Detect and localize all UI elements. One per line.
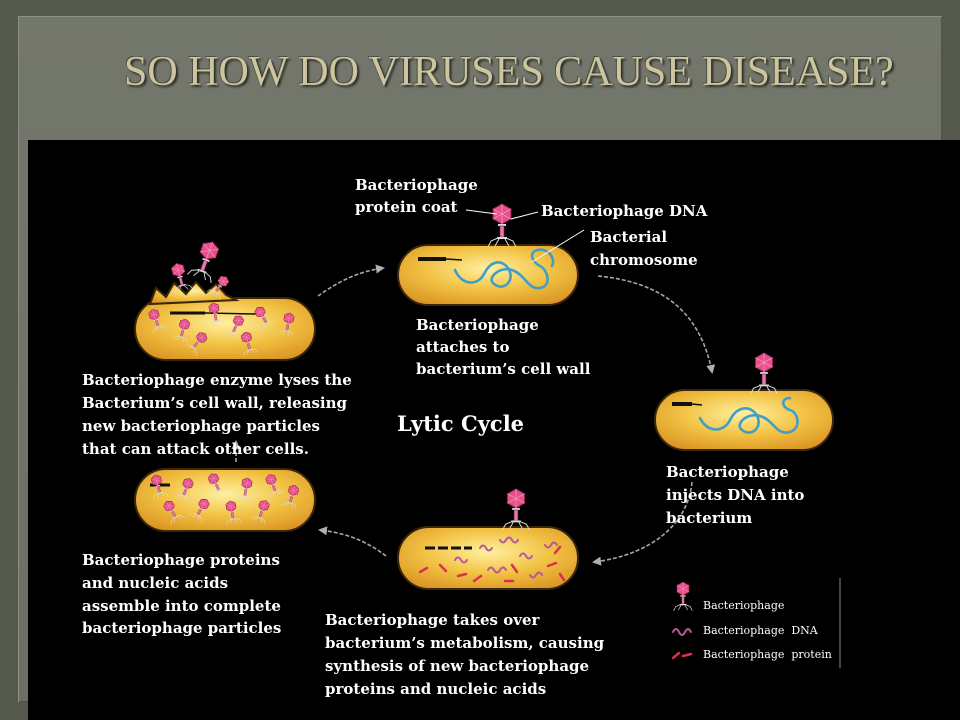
phage-dna-copy: [544, 541, 558, 549]
phage-dna-copy: [479, 544, 493, 552]
cycle-arrows: [231, 264, 716, 566]
stage-assemble-label: assemble into complete: [82, 597, 281, 615]
ruptured-cell-wall: [148, 280, 240, 306]
protein-coat-pointer: [465, 209, 498, 215]
protein-fragments: [418, 545, 566, 583]
protein-fragment: [553, 545, 562, 555]
stage-lyse-label: new bacteriophage particles: [82, 417, 320, 435]
legend-protein-icon: [671, 651, 693, 660]
arrow-attach-to-inject: [597, 275, 716, 374]
legend-label-protein: Bacteriophage protein: [703, 648, 832, 661]
stage-inject-label: bacterium: [666, 509, 752, 527]
stage-assemble-label: Bacteriophage proteins: [82, 551, 280, 569]
bacterial-chromosome-label: chromosome: [590, 251, 698, 269]
protein-fragment: [418, 566, 429, 574]
cycle-title: Lytic Cycle: [397, 411, 524, 436]
phage-dna-copies: [454, 536, 558, 579]
protein-fragment: [438, 563, 448, 573]
protein-fragment: [456, 572, 468, 578]
stage-attach-label: Bacteriophage: [416, 316, 539, 334]
dna-strand: [698, 396, 799, 434]
protein-fragment: [472, 574, 483, 583]
phage-dna-copy: [499, 536, 519, 544]
stage-synthesize-label: synthesis of new bacteriophage: [325, 657, 589, 675]
stage-lyse-label: Bacteriophage enzyme lyses the: [82, 371, 352, 389]
stage-inject-label: injects DNA into: [666, 486, 804, 504]
phage-dna-copy: [454, 556, 468, 564]
cell-lyse: [134, 237, 316, 361]
phage-dna-copy: [487, 566, 507, 574]
protein-fragment: [546, 561, 558, 568]
protein-fragment: [558, 572, 566, 582]
stage-inject-label: Bacteriophage: [666, 463, 789, 481]
stage-attach-label: attaches to: [416, 338, 509, 356]
phage-dna-pointer: [510, 211, 539, 220]
phage-dna-copy: [529, 571, 543, 579]
stage-assemble-label: and nucleic acids: [82, 574, 228, 592]
phage-dna-copy: [519, 552, 533, 560]
stage-synthesize-label: bacterium’s metabolism, causing: [325, 634, 605, 652]
bacterial-chromosome-tail: [691, 403, 703, 406]
stage-lyse-label: that can attack other cells.: [82, 440, 309, 458]
bacterial-chromosome-pointer: [531, 229, 585, 263]
stage-assemble-label: bacteriophage particles: [82, 619, 281, 637]
protein-fragment: [510, 563, 519, 574]
protein-coat-label: Bacteriophage: [355, 176, 478, 194]
cell-inject: [654, 352, 834, 451]
protein-coat-label: protein coat: [355, 198, 458, 216]
dna-strand: [453, 248, 555, 290]
arrow-lyse-to-attach: [317, 264, 385, 297]
legend-label-dna: Bacteriophage DNA: [703, 624, 819, 637]
phage-dna-label: Bacteriophage DNA: [541, 202, 708, 220]
bacterium-cell: [134, 468, 316, 532]
bacterial-chromosome-label: Bacterial: [590, 228, 667, 246]
stage-synthesize-label: Bacteriophage takes over: [325, 611, 540, 629]
legend: Bacteriophage Bacteriophage DNA Bacterio…: [671, 578, 841, 668]
bacterium-cell: [397, 526, 579, 590]
stage-synthesize-label: proteins and nucleic acids: [325, 680, 546, 698]
cell-attach: [397, 203, 579, 306]
legend-label-phage: Bacteriophage: [703, 599, 784, 612]
legend-dna-icon: [672, 628, 692, 636]
bacterial-chromosome-tail: [445, 258, 463, 261]
stage-attach-label: bacterium’s cell wall: [416, 360, 591, 378]
stage-lyse-label: Bacterium’s cell wall, releasing: [82, 394, 347, 412]
arrow-inject-to-synthesize: [592, 481, 693, 566]
cell-synthesize: [397, 488, 579, 590]
cell-assemble: [134, 468, 316, 532]
slide-title: SO HOW DO VIRUSES CAUSE DISEASE?: [124, 49, 894, 95]
arrow-synthesize-to-assemble: [318, 526, 387, 557]
